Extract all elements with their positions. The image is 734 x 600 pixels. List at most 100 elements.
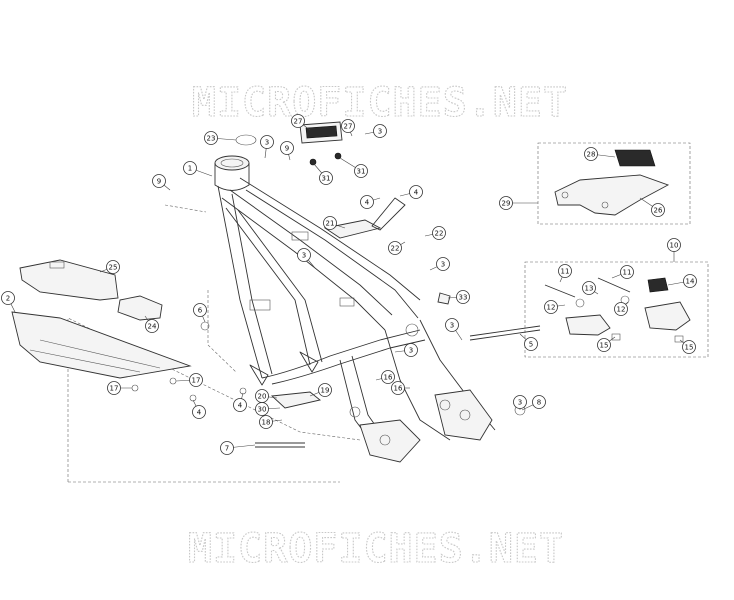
callout-label: 27 — [294, 117, 303, 125]
frame-guard — [19, 259, 119, 301]
callout-label: 4 — [197, 408, 202, 416]
callout-label: 6 — [198, 306, 203, 314]
callout-label: 3 — [302, 251, 306, 259]
callout-circle — [683, 274, 697, 288]
callout-label: 17 — [110, 384, 119, 392]
callout-circle — [323, 216, 337, 230]
plate-26 — [554, 149, 670, 216]
callout-circle — [193, 303, 207, 317]
watermark-bottom: MICROFICHES.NET — [188, 526, 564, 572]
callout-circle — [651, 203, 665, 217]
callout-circle — [381, 370, 395, 384]
callout-circle — [614, 302, 628, 316]
callout-label: 3 — [518, 398, 522, 406]
boundary-left — [207, 290, 237, 373]
assembly-boundaries — [67, 142, 709, 483]
callout-label: 22 — [391, 244, 400, 252]
callout-circle — [499, 196, 513, 210]
callout-circle — [682, 340, 696, 354]
callout-label: 33 — [459, 293, 468, 301]
footpeg-assembly — [544, 277, 691, 343]
callout-label: 24 — [148, 322, 157, 330]
callout-label: 23 — [207, 134, 216, 142]
callout-label: 3 — [378, 127, 382, 135]
callout-label: 17 — [192, 376, 201, 384]
callout-circle — [192, 405, 206, 419]
callout-label: 13 — [585, 284, 594, 292]
callout-circle — [319, 171, 333, 185]
callout-label: 20 — [258, 392, 267, 400]
boundary-29 — [537, 142, 691, 225]
callout-label: 15 — [600, 341, 609, 349]
callout-label: 12 — [547, 303, 556, 311]
callout-label: 8 — [537, 398, 541, 406]
callout-label: 29 — [502, 199, 511, 207]
callout-label: 15 — [685, 343, 694, 351]
watermark-top: MICROFICHES.NET — [192, 80, 568, 126]
callout-circle — [183, 161, 197, 175]
callout-circle — [544, 300, 558, 314]
callout-circle — [409, 185, 423, 199]
callout-circle — [145, 319, 159, 333]
callout-circle — [280, 141, 294, 155]
callout-label: 25 — [109, 263, 118, 271]
callout-label: 3 — [409, 346, 413, 354]
callout-label: 1 — [188, 164, 192, 172]
callout-label: 4 — [365, 198, 370, 206]
callout-label: 5 — [529, 340, 533, 348]
callout-circle — [456, 290, 470, 304]
callout-label: 22 — [435, 229, 444, 237]
callout-circle — [354, 164, 368, 178]
callout-label: 19 — [321, 386, 330, 394]
callout-label: 4 — [414, 188, 419, 196]
callout-label: 3 — [450, 321, 454, 329]
callout-label: 11 — [623, 268, 632, 276]
callout-circle — [1, 291, 15, 305]
callout-circle — [260, 135, 274, 149]
pivot-bolts — [255, 325, 541, 448]
callout-circle — [667, 238, 681, 252]
callout-circle — [189, 373, 203, 387]
callout-circle — [524, 337, 538, 351]
callout-label: 16 — [394, 384, 403, 392]
callout-label: 30 — [258, 405, 267, 413]
callout-circle — [233, 398, 247, 412]
top-brackets — [131, 121, 526, 416]
callout-circle — [204, 131, 218, 145]
callout-label: 26 — [654, 206, 663, 214]
callout-label: 28 — [587, 150, 596, 158]
callout-circle — [584, 147, 598, 161]
callout-circle — [558, 264, 572, 278]
callout-label: 2 — [6, 294, 10, 302]
callout-circle — [597, 338, 611, 352]
callout-circle — [106, 260, 120, 274]
callout-label: 21 — [326, 219, 335, 227]
callout-label: 9 — [157, 177, 161, 185]
callout-label: 7 — [225, 444, 229, 452]
callout-circle — [220, 441, 234, 455]
skid-plate — [11, 311, 192, 379]
callout-circle — [445, 318, 459, 332]
callout-circle — [373, 124, 387, 138]
callout-circle — [404, 343, 418, 357]
callout-circle — [291, 114, 305, 128]
callout-circle — [259, 415, 273, 429]
callout-label: 10 — [670, 241, 679, 249]
callout-circle — [513, 395, 527, 409]
callout-circle — [360, 195, 374, 209]
callout-label: 3 — [265, 138, 269, 146]
bracket-24 — [117, 295, 163, 321]
boundary-skidplate — [67, 317, 361, 482]
callout-circle — [318, 383, 332, 397]
boundary-leader-a — [164, 204, 207, 213]
callout-circle — [532, 395, 546, 409]
callout-label: 9 — [285, 144, 289, 152]
callout-label: 27 — [344, 122, 353, 130]
callout-circle — [391, 381, 405, 395]
callout-label: 18 — [262, 418, 271, 426]
callout-circle — [432, 226, 446, 240]
callout-circle — [107, 381, 121, 395]
callout-label: 12 — [617, 305, 626, 313]
